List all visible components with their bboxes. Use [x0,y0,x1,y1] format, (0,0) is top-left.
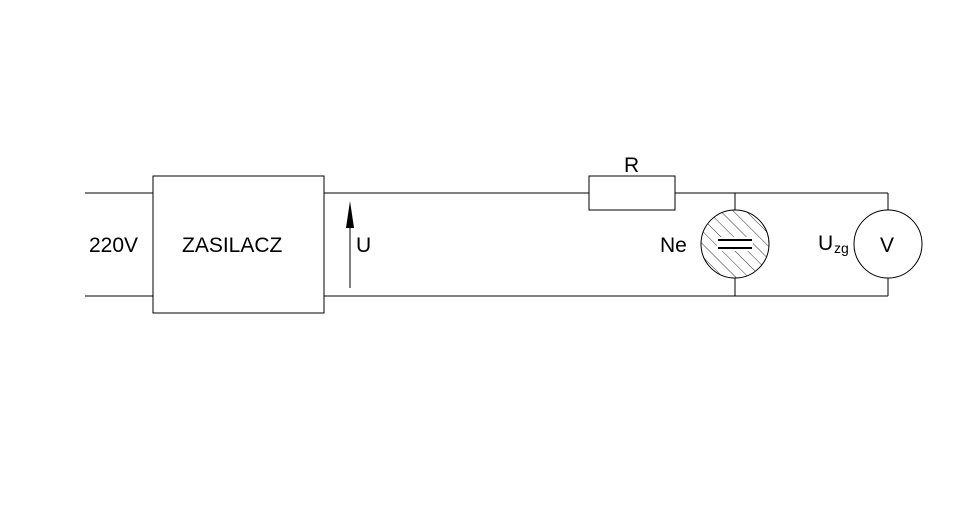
resistor-label: R [624,154,639,177]
voltmeter-circle [853,209,923,279]
voltage-label: U [356,234,371,257]
resistor [588,175,676,211]
voltage-arrow-head [346,201,354,228]
ignition-voltage-label: U [818,232,833,255]
ignition-voltage-subscript: zg [834,240,849,256]
voltmeter-label: V [880,234,894,257]
power-supply-box [152,175,325,314]
power-supply-label: ZASILACZ [182,234,283,257]
neon-lamp-symbol [700,209,770,279]
input-voltage-label: 220V [89,234,138,257]
neon-lamp-label: Ne [660,234,687,257]
